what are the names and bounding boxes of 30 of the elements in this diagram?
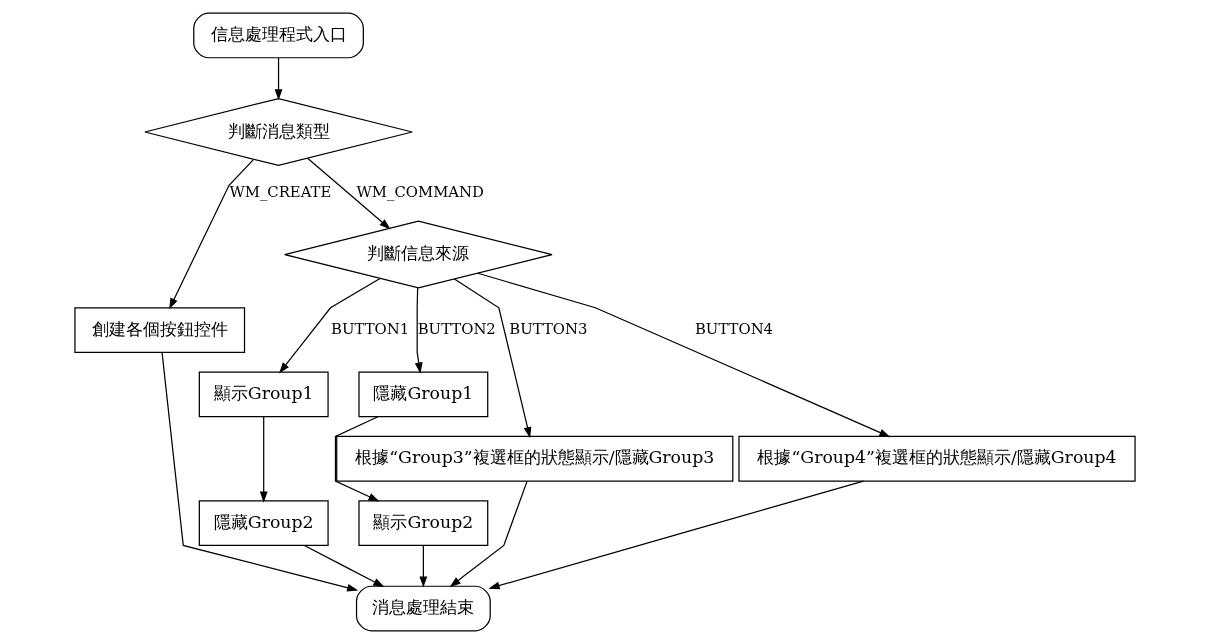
node-box: 隱藏Group2: [198, 500, 329, 547]
arrow: [161, 352, 359, 592]
arrow: [279, 277, 381, 374]
arrow: [334, 416, 380, 502]
node-box: 根據“Group4”複選框的狀態顯示/隱藏Group4: [738, 435, 1136, 482]
arrow: [307, 157, 391, 230]
arrow: [414, 287, 423, 374]
node-box: 顯示Group2: [358, 500, 489, 547]
arrow: [303, 544, 385, 588]
arrow: [453, 278, 532, 439]
arrow: [449, 480, 528, 588]
node-box: 信息處理程式入口: [193, 12, 364, 59]
edge-label: BUTTON3: [509, 319, 588, 338]
node-diamond: 判斷消息類型: [144, 97, 413, 167]
node-box: 顯示Group1: [198, 371, 329, 418]
node-box: 消息處理結束: [355, 585, 491, 632]
edge-label: BUTTON1: [331, 319, 410, 338]
node-box: 根據“Group3”複選框的狀態顯示/隱藏Group3: [336, 435, 734, 482]
arrow: [419, 545, 428, 588]
edge-label: WM_COMMAND: [356, 183, 484, 202]
arrow: [259, 416, 268, 503]
edge-label: BUTTON2: [417, 319, 496, 338]
edge-label: BUTTON4: [694, 319, 774, 338]
arrow: [169, 159, 254, 310]
node-box: 隱藏Group1: [358, 371, 489, 418]
edge-label: WM_CREATE: [229, 183, 332, 202]
node-box: 創建各個按鈕控件: [74, 307, 246, 353]
arrow: [274, 57, 283, 101]
arrow: [477, 272, 891, 438]
arrow: [488, 480, 865, 590]
